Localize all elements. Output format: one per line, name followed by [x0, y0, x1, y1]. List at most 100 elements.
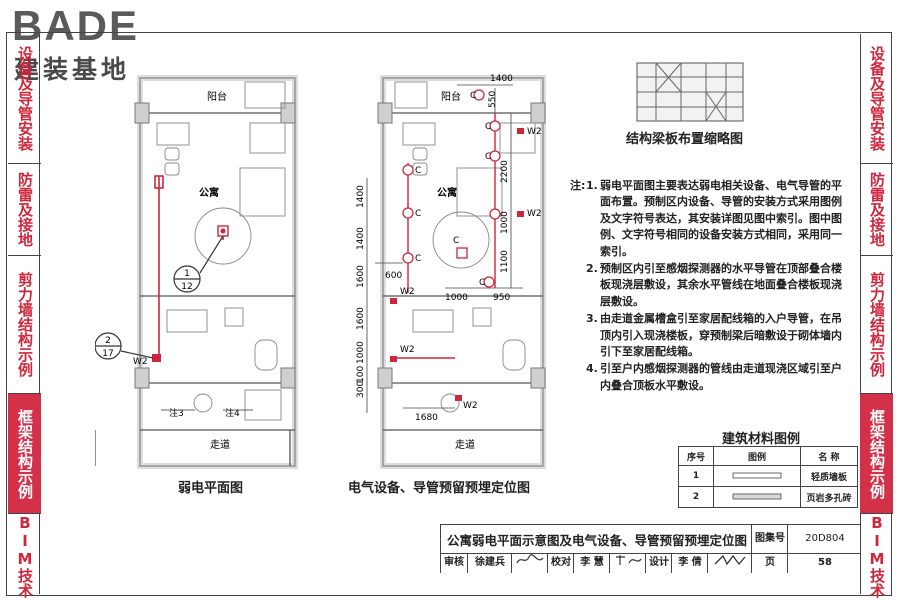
logo-subtitle: 建装基地 [14, 55, 131, 84]
side-tab-shearwall[interactable]: 剪力墙结构示例 [860, 256, 893, 394]
dim-left-v7: 300 [356, 381, 366, 398]
side-tab-label: 框架结构示例 [16, 408, 34, 499]
table-row: 1 轻质墙板 [678, 465, 858, 487]
drawing-title: 公寓弱电平面示意图及电气设备、导管预留预埋定位图 [447, 533, 748, 548]
side-nav-right: 设备及导管安装 防雷及接地 剪力墙结构示例 框架结构示例 BIM技术 [860, 34, 893, 598]
atlas-number: 20D804 [787, 525, 862, 553]
dim-right-v1: 2200 [500, 160, 510, 183]
review-signature [511, 553, 548, 573]
title-block: 公寓弱电平面示意图及电气设备、导管预留预埋定位图 图集号 20D804 审核 徐… [440, 524, 861, 573]
weak-current-plan: 1 12 2 17 W2 阳台 公寓 走道 注3 注4 [95, 75, 298, 469]
note-item: 4.引至户内感烟探测器的管线由走道现浇区域引至户内叠合顶板水平敷设。 [586, 361, 845, 394]
sheet-frame [6, 32, 892, 596]
c-label: C [479, 278, 485, 288]
outlet-w2-icon [152, 354, 161, 362]
atlas-label: 图集号 [751, 525, 788, 553]
note-text: 弱电平面图主要表达弱电相关设备、电气导管的平面布置。预制区内设备、导管的安装方式… [600, 179, 842, 258]
dim-top-h: 1400 [490, 74, 513, 84]
check-name: 李 慧 [573, 553, 610, 573]
w2-label: W2 [400, 287, 415, 297]
dim-left-v6: 100 [356, 366, 366, 383]
legend-title: 建筑材料图例 [722, 432, 801, 447]
side-tab-frame[interactable]: 框架结构示例 [860, 394, 893, 514]
note-text: 由走道金属槽盒引至家居配线箱的入户导管，在吊顶内引入现浇楼板，穿预制梁后暗敷设于… [600, 312, 842, 359]
side-tab-frame[interactable]: 框架结构示例 [8, 394, 41, 514]
review-label: 审核 [444, 557, 464, 568]
detector-icon [473, 89, 485, 101]
side-tab-label: 设备及导管安装 [16, 46, 34, 151]
dim-bottom-h1: 1000 [445, 293, 468, 303]
dim-top-v: 550 [488, 91, 498, 108]
dim-left-v1: 1400 [356, 185, 366, 208]
side-tab-label: BIM技术 [16, 514, 34, 598]
index-1-top: 1 [184, 269, 190, 279]
c-label: C [485, 152, 491, 162]
legend-header: 名 称 [800, 446, 858, 466]
index-2-top: 2 [105, 336, 111, 346]
side-tab-bim[interactable]: BIM技术 [860, 514, 893, 598]
index-1-bottom: 12 [181, 282, 192, 292]
side-tab-label: 防雷及接地 [16, 172, 34, 247]
notes-block: 注: 1.弱电平面图主要表达弱电相关设备、电气导管的平面布置。预制区内设备、导管… [570, 178, 845, 395]
legend-no: 1 [678, 465, 714, 487]
c-label: C [415, 166, 421, 176]
c-label: C [415, 254, 421, 264]
side-tab-shearwall[interactable]: 剪力墙结构示例 [8, 256, 41, 394]
material-legend-table: 序号 图例 名 称 1 轻质墙板 2 页岩多孔砖 [678, 446, 858, 508]
sheet-inner-frame [39, 34, 861, 594]
side-tab-install[interactable]: 设备及导管安装 [8, 34, 41, 164]
equipment-conduit-plan: 1400 550 2200 1000 1100 1000 950 600 140… [356, 74, 546, 469]
c-label: C [470, 91, 476, 101]
side-tab-label: 剪力墙结构示例 [868, 272, 886, 377]
note-text: 预制区内引至感烟探测器的水平导管在顶部叠合楼板现浇层敷设，其余水平管线在地面叠合… [600, 262, 842, 308]
dim-right-v3: 1100 [500, 250, 510, 273]
w2-label: W2 [400, 345, 415, 355]
check-label: 校对 [547, 553, 574, 573]
plan1-caption: 弱电平面图 [178, 481, 244, 496]
legend-swatch [713, 465, 801, 487]
side-tab-lightning[interactable]: 防雷及接地 [860, 164, 893, 256]
dim-left-v5: 1000 [356, 341, 366, 364]
corridor-label: 走道 [210, 438, 230, 451]
title-block-row1: 公寓弱电平面示意图及电气设备、导管预留预埋定位图 图集号 20D804 [441, 525, 861, 554]
side-tab-bim[interactable]: BIM技术 [8, 514, 41, 598]
legend-no: 2 [678, 486, 714, 508]
design-label: 设计 [645, 553, 672, 573]
note-item: 3.由走道金属槽盒引至家居配线箱的入户导管，在吊顶内引入现浇楼板，穿预制梁后暗敷… [586, 311, 845, 360]
side-tab-label: 防雷及接地 [868, 172, 886, 247]
dim-left-h: 600 [385, 271, 402, 281]
page-number: 58 [787, 553, 862, 573]
outlet-icon [390, 298, 397, 304]
dim-left-v4: 1600 [356, 307, 366, 330]
logo-word: BADE [12, 2, 140, 49]
notes-head: 注: [570, 179, 586, 192]
w2-label: W2 [527, 209, 542, 219]
side-tab-label: 框架结构示例 [868, 408, 886, 499]
review-name: 徐建兵 [467, 553, 512, 573]
note-number: 3. [586, 312, 598, 326]
dim-left-v3: 1600 [356, 265, 366, 288]
beam-layout-thumbnail [636, 62, 744, 122]
w2-label: W2 [527, 127, 542, 137]
c-label: C [453, 236, 459, 246]
corridor-label: 走道 [455, 438, 475, 451]
dim-bottom-h2: 950 [493, 293, 510, 303]
side-tab-lightning[interactable]: 防雷及接地 [8, 164, 41, 256]
note4-label: 注4 [225, 407, 240, 419]
note-number: 2. [586, 262, 598, 276]
legend-name: 页岩多孔砖 [800, 486, 858, 508]
note-item: 2.预制区内引至感烟探测器的水平导管在顶部叠合楼板现浇层敷设，其余水平管线在地面… [586, 261, 845, 310]
note-item: 1.弱电平面图主要表达弱电相关设备、电气导管的平面布置。预制区内设备、导管的安装… [586, 178, 845, 260]
design-name: 李 倩 [671, 553, 708, 573]
page-label: 页 [751, 553, 788, 573]
room-apartment-label: 公寓 [437, 186, 457, 199]
design-signature [707, 553, 752, 573]
side-tab-install[interactable]: 设备及导管安装 [860, 34, 893, 164]
side-tab-label: BIM技术 [868, 514, 886, 598]
title-block-row2: 审核 徐建兵 校对 李 慧 设计 李 倩 页 58 [441, 553, 861, 573]
note-number: 4. [586, 362, 598, 376]
beam-caption: 结构梁板布置缩略图 [626, 132, 744, 147]
room-balcony-label: 阳台 [207, 90, 227, 103]
plan1-outer-wall [139, 77, 296, 467]
